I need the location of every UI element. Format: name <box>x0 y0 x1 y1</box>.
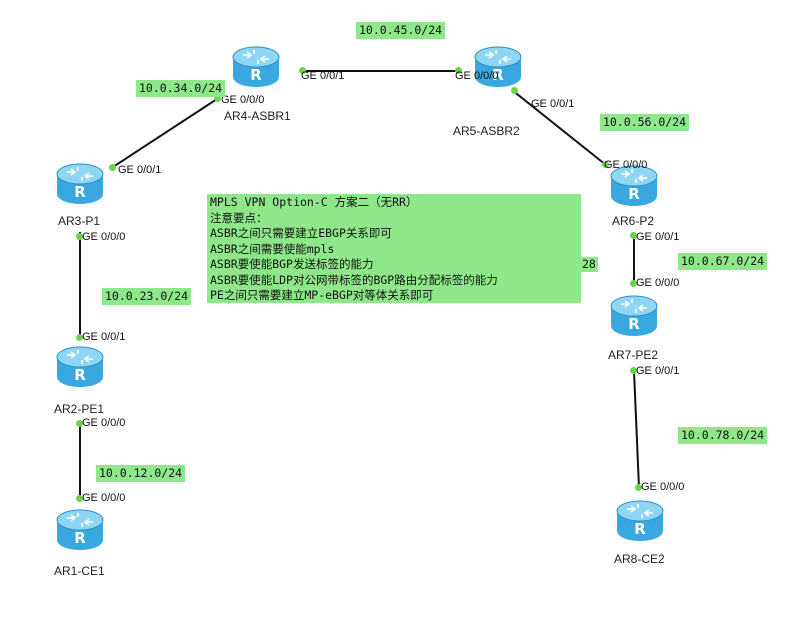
note-line: 注意要点： <box>210 210 268 225</box>
note-line: ASBR之间需要使能mpls <box>210 241 335 256</box>
router-ar1-name: AR1-CE1 <box>54 564 105 578</box>
port-label-ar4-ge001: GE 0/0/1 <box>301 70 345 82</box>
port-label-ar5-ge000: GE 0/0/0 <box>455 70 499 82</box>
port-label-ar7-ge000: GE 0/0/0 <box>636 277 680 289</box>
port-dot <box>214 95 221 102</box>
svg-text:R: R <box>74 183 86 201</box>
svg-text:R: R <box>492 66 504 84</box>
svg-text:R: R <box>74 529 86 547</box>
subnet-label-34: 10.0.34.0/24 <box>136 80 226 97</box>
notes-box: MPLS VPN Option-C 方案二（无RR） 注意要点： ASBR之间只… <box>207 194 581 303</box>
router-ar1-icon[interactable]: R <box>55 508 105 552</box>
port-label-ar6-ge001: GE 0/0/1 <box>636 231 680 243</box>
note-line: ASBR要使能BGP发送标签的能力 <box>210 257 374 271</box>
svg-text:R: R <box>634 520 646 538</box>
port-label-ar6-ge000: GE 0/0/0 <box>604 159 648 171</box>
link-ar5-ar6 <box>511 89 607 166</box>
svg-text:R: R <box>628 185 640 203</box>
router-ar2-icon[interactable]: R <box>55 345 105 389</box>
port-label-ar3-ge000: GE 0/0/0 <box>82 231 126 243</box>
subnet-label-67: 10.0.67.0/24 <box>678 253 768 270</box>
router-ar8-name: AR8-CE2 <box>614 552 665 566</box>
subnet-label-78: 10.0.78.0/24 <box>678 427 768 444</box>
port-dot <box>76 334 83 341</box>
router-ar6-icon[interactable]: R <box>609 164 659 208</box>
router-ar6-name: AR6-P2 <box>612 214 655 228</box>
port-dot <box>630 280 637 287</box>
port-dot <box>76 420 83 427</box>
subnet-label-56: 10.0.56.0/24 <box>600 114 690 131</box>
port-label-ar2-ge001: GE 0/0/1 <box>82 331 126 343</box>
note-line: ASBR要使能LDP对公网带标签的BGP路由分配标签的能力 <box>210 272 498 287</box>
router-ar7-icon[interactable]: R <box>609 294 659 338</box>
subnet-label-45: 10.0.45.0/24 <box>356 22 446 39</box>
port-dot <box>635 484 642 491</box>
port-dot <box>630 232 637 239</box>
port-dot <box>76 495 83 502</box>
port-dot <box>455 67 462 74</box>
port-label-ar2-ge000: GE 0/0/0 <box>82 417 126 429</box>
port-dot <box>602 161 609 168</box>
port-dot <box>109 164 116 171</box>
router-ar7-name: AR7-PE2 <box>608 348 659 362</box>
link-ar3-ar4 <box>112 98 218 168</box>
router-ar2-name: AR2-PE1 <box>54 402 105 416</box>
port-dot <box>630 367 637 374</box>
svg-text:R: R <box>628 315 640 333</box>
link-ar7-ar8 <box>633 370 640 489</box>
port-dot <box>299 67 306 74</box>
subnet-label-12: 10.0.12.0/24 <box>96 465 186 482</box>
note-line: ASBR之间只需要建立EBGP关系即可 <box>210 226 392 240</box>
port-label-ar7-ge001: GE 0/0/1 <box>636 365 680 377</box>
note-title: MPLS VPN Option-C 方案二（无RR） <box>210 195 418 209</box>
port-label-ar5-ge001: GE 0/0/1 <box>531 98 575 110</box>
subnet-label-23: 10.0.23.0/24 <box>102 288 192 305</box>
router-ar3-icon[interactable]: R <box>55 162 105 206</box>
port-label-ar3-ge001: GE 0/0/1 <box>118 164 162 176</box>
svg-text:R: R <box>250 66 262 84</box>
router-ar4-icon[interactable]: R <box>231 45 281 89</box>
port-label-ar8-ge000: GE 0/0/0 <box>641 481 685 493</box>
port-label-ar4-ge000: GE 0/0/0 <box>221 94 265 106</box>
svg-text:R: R <box>74 366 86 384</box>
port-dot <box>511 87 518 94</box>
router-ar5-name: AR5-ASBR2 <box>453 124 520 138</box>
router-ar8-icon[interactable]: R <box>615 499 665 543</box>
hidden-label-stub: 28 <box>580 257 598 272</box>
port-dot <box>76 233 83 240</box>
router-ar3-name: AR3-P1 <box>58 214 101 228</box>
router-ar5-icon[interactable]: R <box>473 45 523 89</box>
router-ar4-name: AR4-ASBR1 <box>224 109 291 123</box>
port-label-ar1-ge000: GE 0/0/0 <box>82 492 126 504</box>
note-line: PE之间只需要建立MP-eBGP对等体关系即可 <box>210 288 434 302</box>
